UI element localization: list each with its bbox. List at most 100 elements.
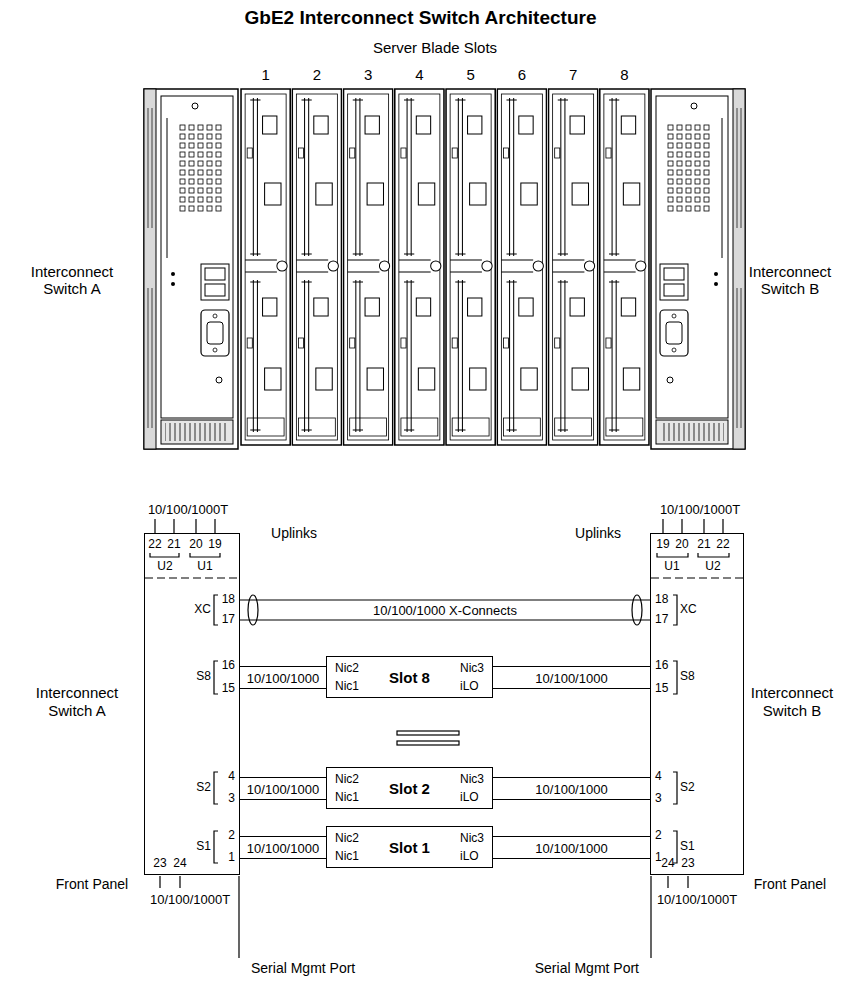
link-cable <box>240 600 650 620</box>
slot-number: 3 <box>364 66 372 83</box>
port-number: 23 <box>681 857 694 871</box>
panel-label: Front Panel <box>754 876 826 892</box>
port-number: 4 <box>655 770 662 784</box>
ellipsis-mark <box>397 731 459 735</box>
group-label: XC <box>194 603 211 617</box>
port-number: 2 <box>228 829 235 843</box>
link-label: 10/100/1000 <box>245 670 321 685</box>
link-cable <box>240 778 326 800</box>
slot-number: 8 <box>620 66 628 83</box>
uplink-ticks <box>663 519 723 533</box>
mgmt-label: Serial Mgmt Port <box>535 960 639 976</box>
nic-name: Nic3 <box>460 829 484 847</box>
switch-module <box>651 89 745 449</box>
switch-name: Interconnect Switch B <box>749 684 835 720</box>
nic-name: Nic1 <box>335 847 359 865</box>
group-label: S8 <box>196 670 211 684</box>
port-number: 22 <box>148 538 161 552</box>
nic-name: Nic3 <box>460 659 484 677</box>
server-blade <box>497 89 546 445</box>
link-label: 10/100/1000 <box>533 840 609 855</box>
group-label: S8 <box>680 670 695 684</box>
link-label: 10/100/1000 <box>533 670 609 685</box>
port-number: 19 <box>208 538 221 552</box>
port-number: 21 <box>697 538 710 552</box>
nic-name: iLO <box>460 788 484 806</box>
slot-number: 6 <box>518 66 526 83</box>
server-blade <box>241 89 290 445</box>
nic-col: Nic3iLO <box>460 659 484 695</box>
panel-label: Front Panel <box>56 876 128 892</box>
nic-col: Nic3iLO <box>460 829 484 865</box>
group-bracket <box>657 553 729 557</box>
group-label: S1 <box>680 840 695 854</box>
port-number: 17 <box>222 613 235 627</box>
port-number: 20 <box>189 538 202 552</box>
server-blade <box>446 89 495 445</box>
group-label: S1 <box>196 840 211 854</box>
switch-box: Interconnect Switch A <box>144 533 240 875</box>
port-number: 24 <box>661 857 674 871</box>
port-bracket <box>673 595 677 863</box>
port-number: 1 <box>228 851 235 865</box>
switch-module <box>651 89 745 449</box>
port-number: 4 <box>228 770 235 784</box>
slot-name: Slot 1 <box>389 839 430 856</box>
port-number: 24 <box>173 857 186 871</box>
nic-col: Nic3iLO <box>460 770 484 806</box>
group-label: U2 <box>705 560 720 574</box>
slot-number: 7 <box>569 66 577 83</box>
group-label: S2 <box>680 781 695 795</box>
link-cable <box>493 837 650 859</box>
port-number: 15 <box>655 682 668 696</box>
port-bracket <box>214 595 218 863</box>
slot-name: Slot 2 <box>389 780 430 797</box>
slot-box: Nic2Nic1 Slot 2 Nic3iLO <box>326 767 493 809</box>
slot-name: Slot 8 <box>389 669 430 686</box>
uplinks-label: Uplinks <box>271 525 317 541</box>
port-number: 16 <box>655 659 668 673</box>
nic-col: Nic2Nic1 <box>335 770 359 806</box>
slot-title-col: Slot 1 <box>389 839 430 856</box>
port-number: 3 <box>228 792 235 806</box>
mgmt-label: Serial Mgmt Port <box>251 960 355 976</box>
slot-box: Nic2Nic1 Slot 1 Nic3iLO <box>326 826 493 868</box>
nic-col: Nic2Nic1 <box>335 659 359 695</box>
nic-name: iLO <box>460 677 484 695</box>
port-number: 21 <box>167 538 180 552</box>
nic-name: Nic1 <box>335 788 359 806</box>
link-label: 10/100/1000 <box>533 781 609 796</box>
port-number: 18 <box>655 593 668 607</box>
port-speed: 10/100/1000T <box>150 893 230 908</box>
port-speed: 10/100/1000T <box>657 893 737 908</box>
server-blade <box>549 89 598 445</box>
group-label: U2 <box>157 560 172 574</box>
nic-name: Nic2 <box>335 829 359 847</box>
switch-name: Interconnect Switch A <box>21 684 133 720</box>
nic-name: Nic2 <box>335 659 359 677</box>
dashed-divider <box>145 577 743 578</box>
port-number: 23 <box>153 857 166 871</box>
link-label: 10/100/1000 X-Connects <box>371 603 519 618</box>
section-label: Server Blade Slots <box>373 39 497 56</box>
link-cable <box>493 667 650 689</box>
port-speed: 10/100/1000T <box>660 503 740 518</box>
group-label: U1 <box>664 560 679 574</box>
ellipsis-mark <box>397 741 459 745</box>
server-blade <box>395 89 444 445</box>
uplink-ticks <box>155 519 215 533</box>
link-label: 10/100/1000 <box>245 781 321 796</box>
port-ticks <box>145 519 743 958</box>
nic-name: Nic1 <box>335 677 359 695</box>
switch-label: Interconnect Switch A <box>16 263 128 298</box>
slot-title-col: Slot 2 <box>389 780 430 797</box>
port-number: 20 <box>675 538 688 552</box>
front-ticks <box>651 876 688 958</box>
slot-number: 4 <box>415 66 423 83</box>
link-cable <box>493 778 650 800</box>
port-number: 17 <box>655 613 668 627</box>
port-number: 16 <box>222 659 235 673</box>
switch-module <box>144 89 238 449</box>
server-blade <box>344 89 393 445</box>
uplinks-label: Uplinks <box>575 525 621 541</box>
